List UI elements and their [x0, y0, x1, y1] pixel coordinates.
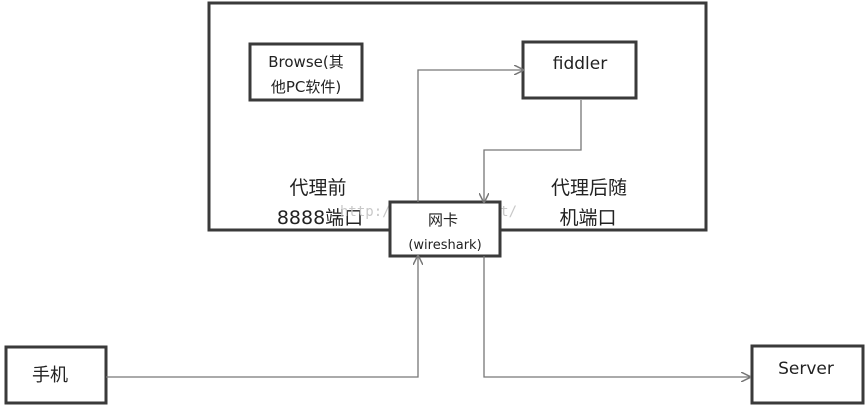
- browse-label-line2: 他PC软件): [271, 78, 341, 96]
- proxy-after-line2: 机端口: [559, 207, 616, 229]
- nic-label-line2: (wireshark): [408, 238, 481, 253]
- browse-box: [248, 42, 364, 102]
- proxy-before-line1: 代理前: [289, 177, 346, 199]
- nic-to-fiddler-arrow: [417, 70, 523, 202]
- proxy-before-line2: 8888端口: [277, 207, 363, 229]
- proxy-after-line1: 代理后随: [551, 177, 627, 199]
- nic-box: [388, 200, 502, 258]
- fiddler-label: fiddler: [553, 54, 607, 74]
- server-label: Server: [778, 359, 834, 379]
- nic-to-server-arrow: [483, 256, 750, 377]
- server-box: [750, 344, 865, 405]
- browse-label-line1: Browse(其: [268, 53, 343, 71]
- nic-label-line1: 网卡: [428, 211, 458, 229]
- phone-label: 手机: [32, 365, 68, 386]
- fiddler-to-nic-arrow: [484, 100, 582, 202]
- pc-container: [207, 1, 708, 232]
- phone-to-nic-arrow: [106, 256, 418, 378]
- phone-box: [4, 345, 108, 405]
